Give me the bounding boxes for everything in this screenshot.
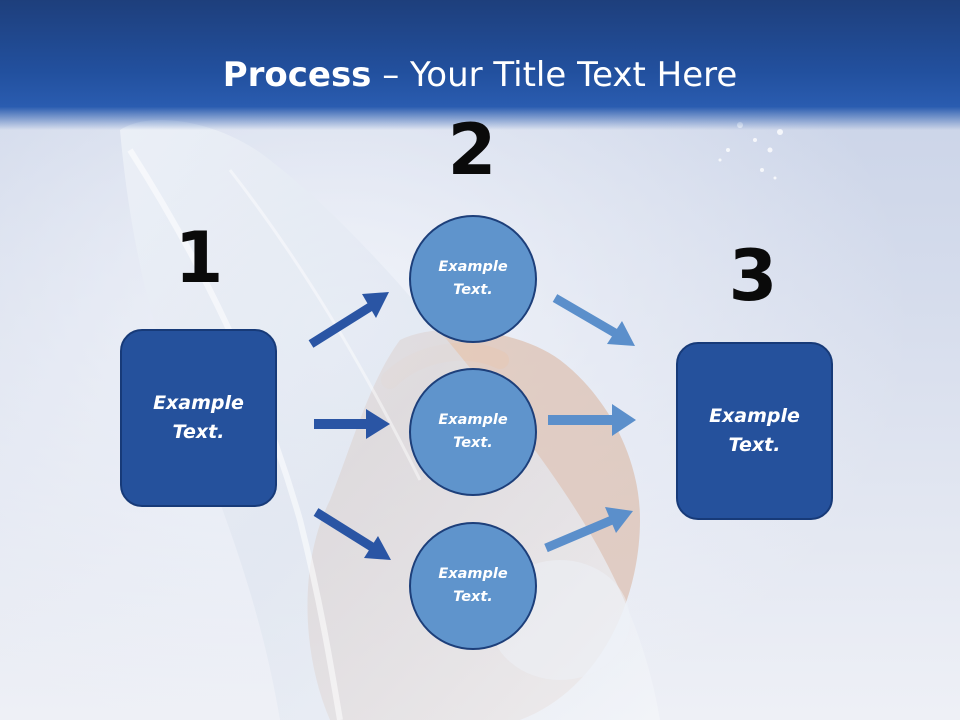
step-1-box[interactable]: Example Text. bbox=[120, 329, 277, 507]
title-bold-word: Process bbox=[222, 55, 372, 95]
title-rest-text: – Your Title Text Here bbox=[371, 55, 738, 95]
step-number-2: 2 bbox=[447, 109, 497, 191]
title-bar bbox=[0, 0, 960, 130]
slide-title: Process – Your Title Text Here bbox=[0, 52, 960, 98]
step-2-circle-bottom[interactable]: Example Text. bbox=[409, 522, 537, 650]
step-number-3: 3 bbox=[728, 235, 778, 317]
step-2-circle-middle[interactable]: Example Text. bbox=[409, 368, 537, 496]
step-1-text: Example Text. bbox=[153, 392, 244, 443]
step-2-circle-top[interactable]: Example Text. bbox=[409, 215, 537, 343]
step-2-circle-bottom-text: Example Text. bbox=[438, 566, 508, 605]
step-3-box[interactable]: Example Text. bbox=[676, 342, 833, 520]
step-2-circle-middle-text: Example Text. bbox=[438, 412, 508, 451]
step-number-1: 1 bbox=[174, 217, 224, 299]
step-3-text: Example Text. bbox=[709, 405, 800, 456]
step-2-circle-top-text: Example Text. bbox=[438, 259, 508, 298]
